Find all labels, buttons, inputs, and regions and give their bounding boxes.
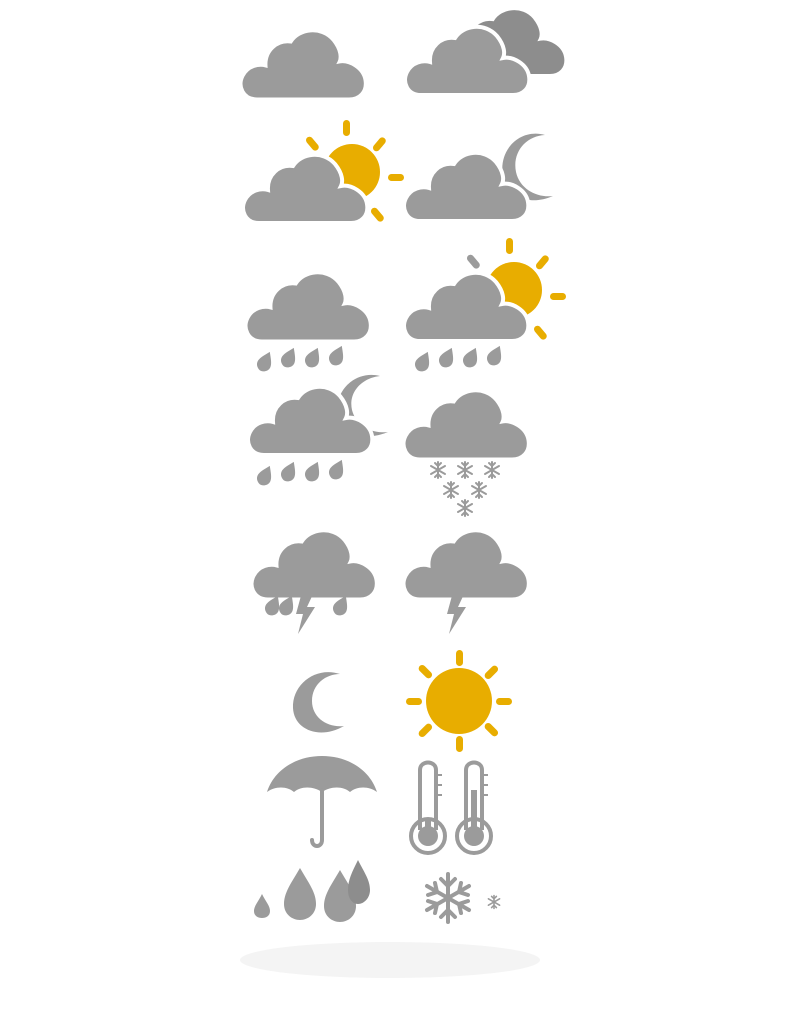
cloud-sun-icon <box>241 120 404 225</box>
thermometer-high <box>455 760 493 855</box>
thermometers-icon <box>409 760 493 855</box>
rain-cloud-moon-icon <box>246 374 388 488</box>
snowflakes-icon <box>425 872 501 924</box>
large-snowflake <box>425 872 471 924</box>
cloud-icon <box>239 29 367 101</box>
sun-icon <box>406 650 512 752</box>
cloud-moon-icon <box>402 133 553 223</box>
sun-rays <box>305 120 404 222</box>
rain-cloud-icon <box>244 271 372 374</box>
umbrella-icon <box>267 756 377 848</box>
raindrops-icon <box>254 860 370 922</box>
moon-icon <box>292 672 344 733</box>
snow-cloud-icon <box>402 389 530 517</box>
small-snowflake <box>487 894 501 910</box>
floor-shadow <box>240 942 540 978</box>
thunderstorm-icon <box>402 529 530 634</box>
double-cloud-icon <box>403 7 568 97</box>
thunderstorm-rain-icon <box>250 529 378 634</box>
rain-cloud-sun-icon <box>402 238 566 374</box>
